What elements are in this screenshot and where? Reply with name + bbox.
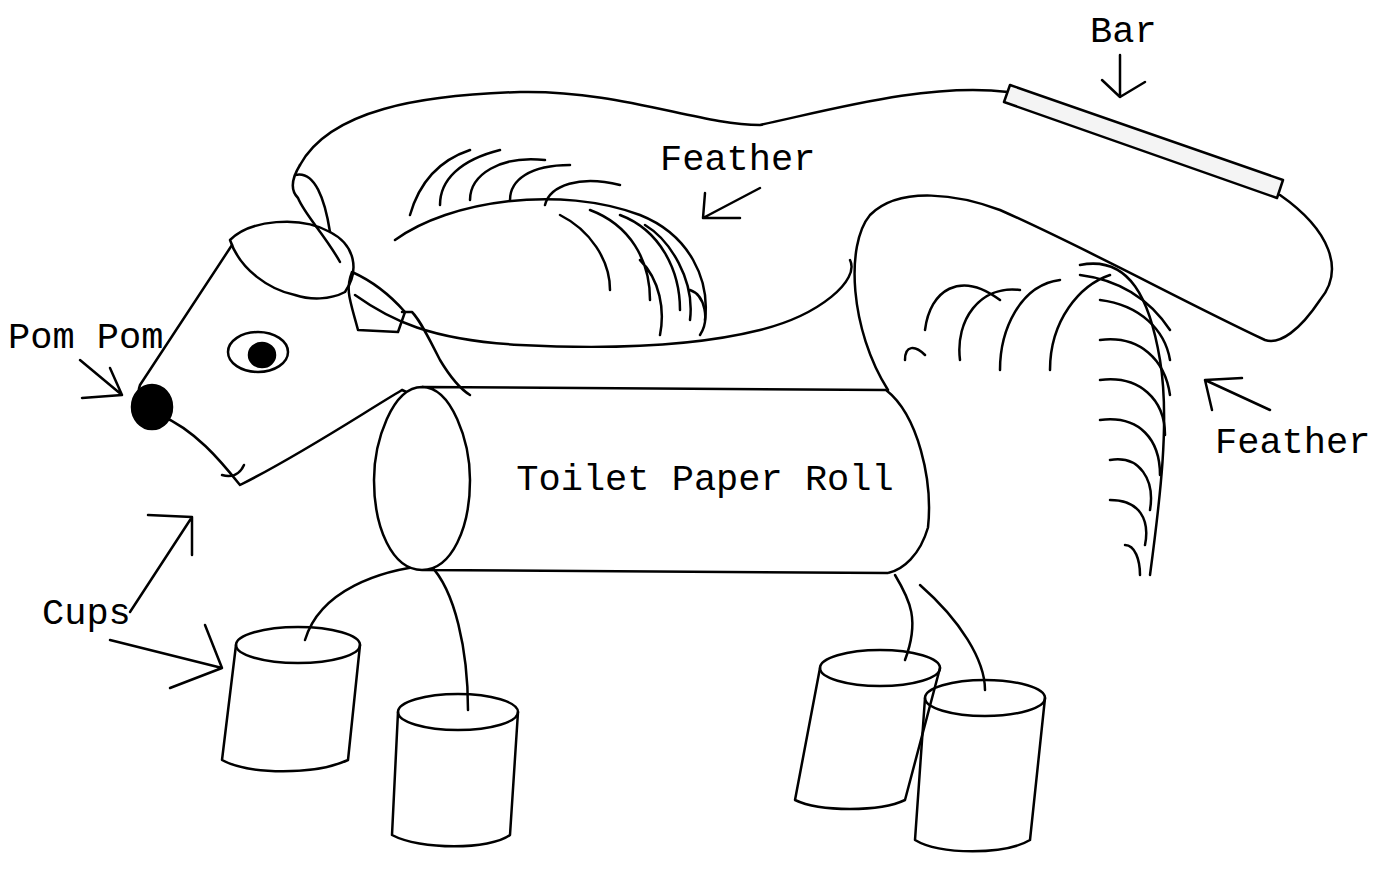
- eye: [228, 332, 288, 372]
- body-outline: [855, 195, 1332, 390]
- leader-arrow: [110, 625, 222, 688]
- part-name: Feather: [1215, 425, 1370, 462]
- pupil: [249, 343, 275, 367]
- mouth: [222, 465, 244, 476]
- part-name: Feather: [660, 142, 815, 179]
- body-outline: [300, 90, 1008, 165]
- cup: [915, 680, 1045, 851]
- roll-body: Toilet Paper Roll: [372, 385, 938, 575]
- leader-arrow: [1205, 378, 1270, 410]
- ear: [230, 222, 353, 299]
- ear-flap: [349, 272, 405, 332]
- cup: [392, 694, 518, 846]
- leader-arrow: [1102, 55, 1145, 97]
- leader-arrow: [130, 515, 192, 612]
- leg: [895, 575, 912, 660]
- pom-pom: [132, 385, 172, 429]
- cup: [222, 627, 360, 771]
- leg: [920, 585, 985, 690]
- leg: [430, 565, 468, 710]
- part-label: Toilet Paper Roll: [482, 385, 928, 575]
- leader-arrow: [703, 188, 760, 218]
- head-outline: [293, 165, 340, 262]
- face: [139, 245, 402, 485]
- part-name: Pom Pom: [8, 320, 163, 357]
- part-name: Cups: [42, 596, 131, 633]
- neck: [402, 312, 470, 395]
- feather: [395, 199, 706, 320]
- bar: [1004, 85, 1283, 198]
- part-name: Bar: [1090, 14, 1157, 51]
- feather: [905, 275, 1170, 575]
- leader-arrow: [80, 360, 122, 398]
- wing-underside: [355, 260, 852, 347]
